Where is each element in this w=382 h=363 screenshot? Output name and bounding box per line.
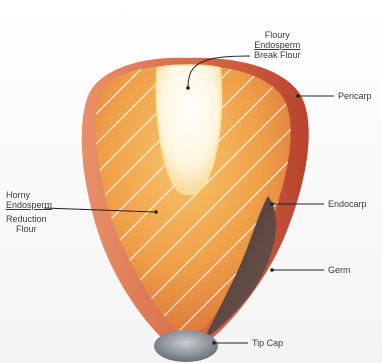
label-horny-line2: Endosperm (6, 200, 52, 210)
label-tip-cap-text: Tip Cap (252, 338, 283, 348)
label-pericarp-text: Pericarp (338, 91, 372, 101)
label-germ: Germ (328, 265, 351, 275)
label-floury-line1: Floury (254, 30, 301, 40)
label-floury-endosperm: Floury Endosperm Break Flour (254, 30, 301, 60)
tip-cap-shape (154, 330, 218, 362)
label-floury-line3: Break Flour (254, 50, 301, 60)
label-tip-cap: Tip Cap (252, 338, 283, 348)
label-horny-endosperm: Horny Endosperm Reduction Flour (6, 190, 52, 234)
label-pericarp: Pericarp (338, 91, 372, 101)
label-endocarp-text: Endocarp (328, 199, 367, 209)
label-horny-line1: Horny (6, 190, 52, 200)
label-floury-line2: Endosperm (254, 40, 301, 50)
label-germ-text: Germ (328, 265, 351, 275)
label-horny-line4: Flour (6, 224, 52, 234)
label-horny-line3: Reduction (6, 214, 52, 224)
label-endocarp: Endocarp (328, 199, 367, 209)
